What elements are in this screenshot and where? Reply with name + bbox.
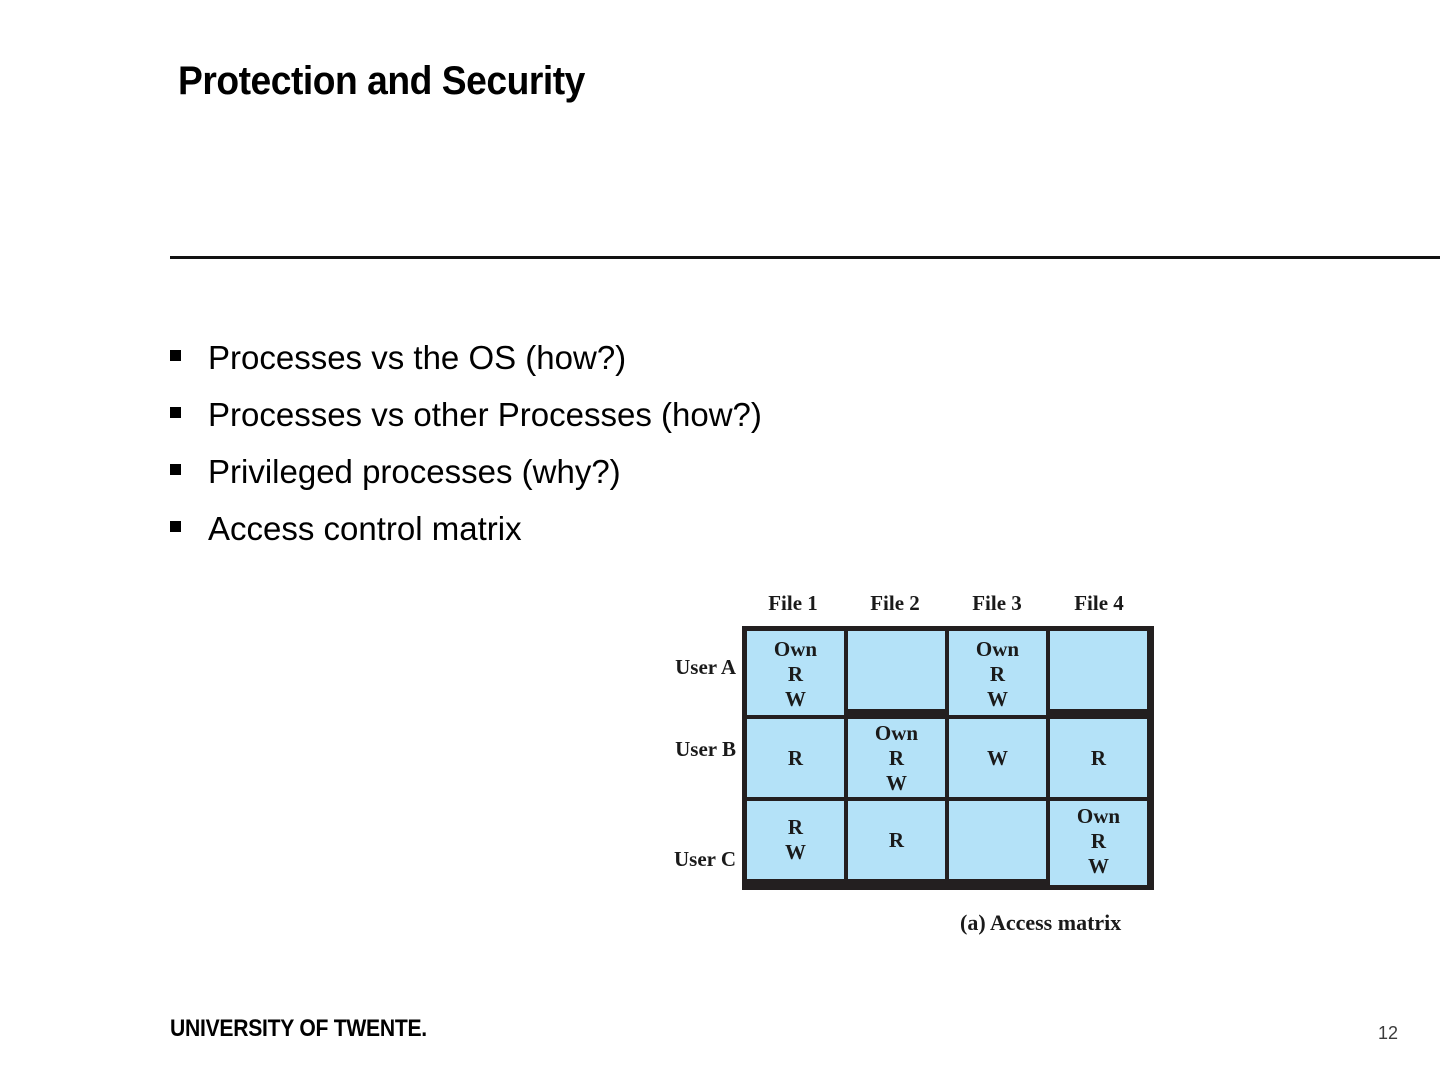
- matrix-cell: [949, 801, 1046, 879]
- matrix-cell-permission: Own: [975, 637, 1020, 661]
- list-item-label: Processes vs the OS (how?): [208, 339, 627, 376]
- matrix-cell-permission: W: [785, 687, 806, 711]
- square-bullet-icon: [170, 507, 208, 532]
- matrix-column-header: File 4: [1074, 591, 1124, 615]
- matrix-row-label: User B: [675, 736, 736, 761]
- page-number: 12: [1378, 1023, 1399, 1043]
- matrix-cell-permission: R: [888, 827, 905, 852]
- matrix-cell-permission: W: [987, 745, 1008, 770]
- matrix-cell-permission: Own: [874, 720, 919, 745]
- list-item: Privileged processes (why?): [170, 450, 930, 507]
- matrix-cell-permission: W: [1088, 854, 1109, 878]
- list-item-label: Access control matrix: [208, 510, 522, 547]
- matrix-cell-permission: W: [886, 770, 907, 795]
- access-matrix-figure: File 1 File 2 File 3 File 4 User A User …: [640, 590, 1170, 950]
- matrix-cell: R: [848, 801, 945, 879]
- matrix-cell: [1050, 631, 1147, 709]
- list-item: Processes vs the OS (how?): [170, 336, 930, 393]
- matrix-cell-permission: R: [989, 662, 1006, 686]
- matrix-caption: (a) Access matrix: [960, 910, 1122, 935]
- matrix-row-label: User C: [673, 847, 736, 871]
- square-bullet-icon: [170, 393, 208, 418]
- list-item: Access control matrix: [170, 507, 930, 564]
- title-divider: [170, 256, 1440, 259]
- square-bullet-icon: [170, 336, 208, 361]
- list-item-label: Privileged processes (why?): [208, 453, 621, 490]
- matrix-column-header: File 3: [972, 591, 1022, 615]
- matrix-column-headers: File 1 File 2 File 3 File 4: [742, 590, 1150, 616]
- matrix-cell: W: [949, 719, 1046, 797]
- square-bullet-icon: [170, 450, 208, 475]
- matrix-row-labels: User A User B User C: [640, 626, 736, 872]
- bullet-list: Processes vs the OS (how?) Processes vs …: [170, 336, 930, 564]
- list-item: Processes vs other Processes (how?): [170, 393, 930, 450]
- matrix-column-header: File 2: [870, 591, 920, 615]
- matrix-cell-permission: Own: [1076, 804, 1121, 828]
- matrix-cell-permission: R: [787, 815, 804, 839]
- matrix-cell-permission: R: [1090, 745, 1107, 770]
- matrix-cell-permission: W: [785, 840, 806, 864]
- matrix-row-label: User A: [675, 654, 736, 679]
- university-logo: UNIVERSITY OF TWENTE.: [170, 1015, 427, 1042]
- matrix-cell-permission: R: [1090, 829, 1107, 853]
- list-item-label: Processes vs other Processes (how?): [208, 396, 762, 433]
- matrix-cell: R: [1050, 719, 1147, 797]
- matrix-cell-permission: R: [787, 662, 804, 686]
- matrix-cell: [848, 631, 945, 709]
- matrix-cell: R: [747, 719, 844, 797]
- matrix-cell-permission: Own: [773, 637, 818, 661]
- matrix-cell-permission: R: [787, 745, 804, 770]
- page-title: Protection and Security: [178, 59, 585, 103]
- matrix-column-header: File 1: [768, 591, 818, 615]
- matrix-cell-permission: R: [888, 745, 905, 770]
- matrix-cell-permission: W: [987, 687, 1008, 711]
